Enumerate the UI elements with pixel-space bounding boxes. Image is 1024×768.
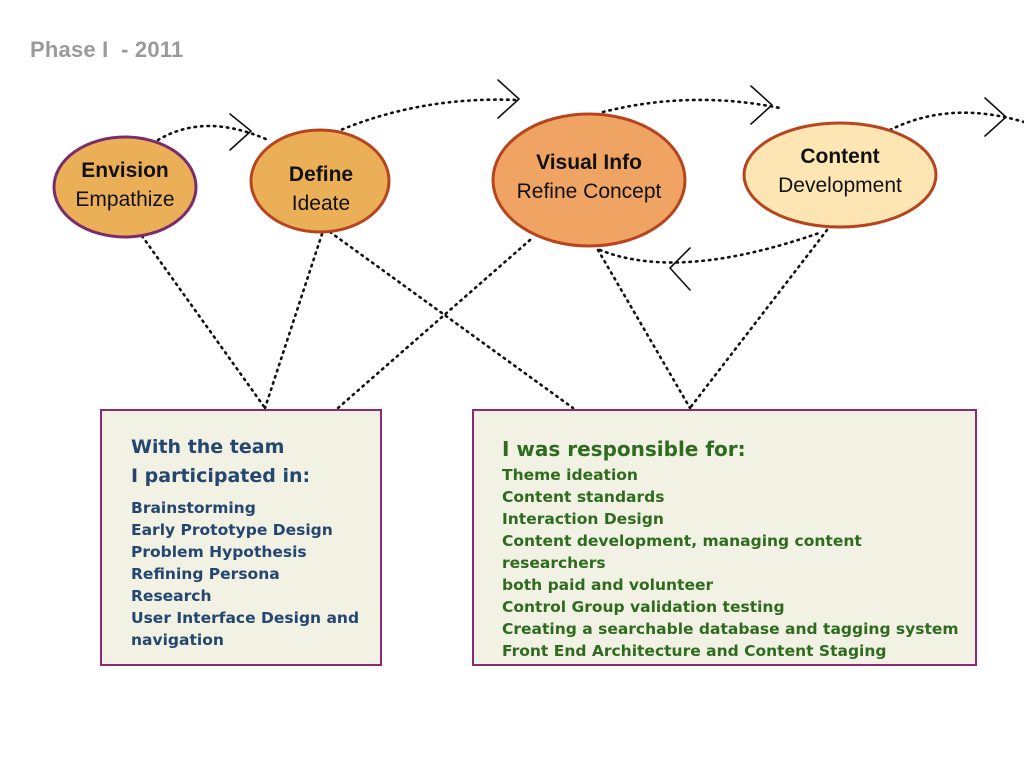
node-define: Define Ideate	[249, 128, 391, 234]
flow-arc-envision-define	[156, 124, 270, 142]
team-list-item: Early Prototype Design	[131, 521, 333, 539]
responsibility-list-item: Theme ideation	[502, 466, 638, 484]
connector-visual-resp	[596, 248, 692, 410]
flow-arc-content-next	[888, 111, 1024, 132]
node-visual-info: Visual Info Refine Concept	[491, 112, 687, 248]
arrowhead-1	[229, 113, 252, 151]
responsibility-box: I was responsible for: Theme ideation Co…	[472, 409, 977, 666]
responsibility-list-item: Front End Architecture and Content Stagi…	[502, 642, 887, 660]
connector-envision-team	[140, 234, 267, 410]
team-list-item: Brainstorming	[131, 499, 256, 517]
team-list-item: Refining Persona	[131, 565, 280, 583]
team-heading-line1: With the team	[131, 436, 285, 458]
responsibility-list-item: Control Group validation testing	[502, 598, 785, 616]
responsibility-list-item: both paid and volunteer	[502, 576, 714, 594]
flow-arc-define-visual	[334, 98, 520, 134]
flow-arc-visual-content	[601, 98, 782, 114]
node-envision: Envision Empathize	[52, 135, 198, 239]
connector-define-resp	[328, 230, 575, 410]
node-envision-subtitle: Empathize	[75, 188, 174, 211]
slide-title: Phase I - 2011	[30, 37, 184, 62]
team-list-item: Problem Hypothesis	[131, 543, 307, 561]
arrowhead-2	[497, 79, 520, 119]
responsibility-list-item: Content development, managing content re…	[502, 532, 862, 572]
arrowhead-3	[750, 85, 773, 125]
node-envision-title: Envision	[81, 159, 169, 182]
node-define-subtitle: Ideate	[292, 192, 350, 215]
connector-visual-team	[336, 238, 532, 410]
team-list-item: Research	[131, 587, 212, 605]
team-list-item: User Interface Design and	[131, 609, 360, 627]
connector-define-team	[263, 232, 324, 410]
responsibility-list-item: Creating a searchable database and taggi…	[502, 620, 959, 638]
team-list: Brainstorming Early Prototype Design Pro…	[131, 497, 370, 651]
team-heading-line2: I participated in:	[131, 465, 311, 487]
team-box-heading: With the team I participated in:	[131, 433, 370, 491]
node-content: Content Development	[742, 121, 938, 229]
team-participation-box: With the team I participated in: Brainst…	[100, 409, 382, 666]
node-visual-info-subtitle: Refine Concept	[517, 180, 662, 203]
arrowhead-4	[984, 97, 1007, 137]
node-content-title: Content	[800, 145, 879, 168]
responsibility-list: Theme ideation Content standards Interac…	[502, 464, 967, 662]
node-define-title: Define	[289, 163, 353, 186]
node-content-subtitle: Development	[778, 174, 902, 197]
responsibility-heading: I was responsible for:	[502, 437, 746, 461]
node-visual-info-title: Visual Info	[536, 151, 642, 174]
responsibility-list-item: Interaction Design	[502, 510, 664, 528]
connector-content-resp	[688, 228, 829, 410]
feedback-arc-content-visual	[598, 230, 824, 264]
team-list-item: navigation	[131, 631, 224, 649]
arrowhead-back	[669, 247, 691, 291]
responsibility-list-item: Content standards	[502, 488, 665, 506]
